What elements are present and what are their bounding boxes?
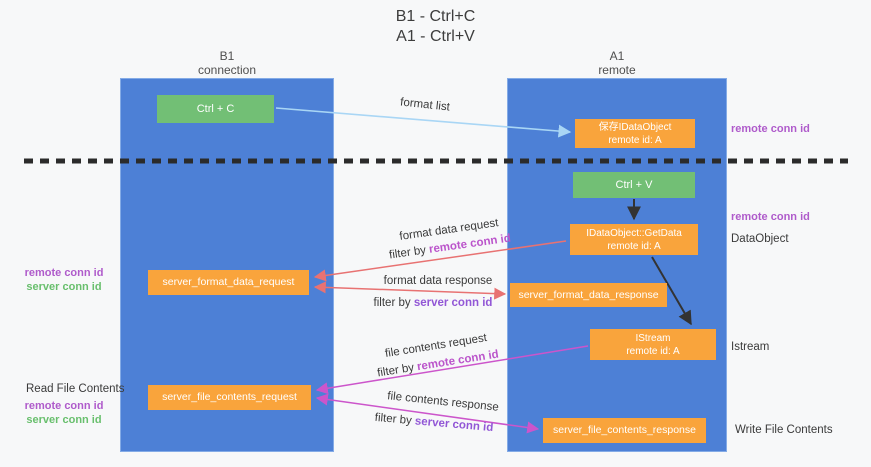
lane-b1-name: B1: [219, 49, 235, 63]
lane-a1-name: A1: [609, 49, 625, 63]
conn-id-stack-format: remote conn id server conn id: [14, 266, 114, 294]
ctrl-c-label: Ctrl + C: [196, 103, 235, 115]
title-line-2: A1 - Ctrl+V: [396, 28, 475, 45]
server-conn-id-label-left2: server conn id: [26, 414, 102, 426]
format-response-filter-label: filter by server conn id: [373, 297, 493, 309]
format-data-response-arrow: [313, 281, 507, 300]
remote-conn-id-label-left1: remote conn id: [24, 267, 104, 279]
ctrl-v-label: Ctrl + V: [615, 179, 653, 191]
diagram-title: B1 - Ctrl+C A1 - Ctrl+V: [0, 7, 871, 47]
idataobject-getdata-box: IDataObject::GetData remote id: A: [570, 224, 698, 255]
lane-header-b1: B1 connection: [120, 49, 334, 77]
format-data-request-arrow: [313, 240, 567, 282]
server-file-contents-response-label: server_file_contents_response: [552, 424, 696, 436]
read-file-contents-label: Read File Contents: [26, 383, 125, 395]
server-format-data-response-label: server_format_data_response: [518, 288, 659, 301]
save-idataobject-box: 保存IDataObject remote id: A: [575, 119, 695, 148]
conn-id-stack-file: remote conn id server conn id: [14, 399, 114, 427]
remote-conn-id-label-left2: remote conn id: [24, 400, 104, 412]
istream-box: IStream remote id: A: [590, 329, 716, 360]
filter-by-text: filter by: [373, 297, 414, 309]
save-idataobject-line1: 保存IDataObject: [598, 121, 672, 133]
server-format-data-response-box: server_format_data_response: [510, 283, 667, 307]
server-format-data-request-label: server_format_data_request: [162, 276, 295, 288]
server-file-contents-request-box: server_file_contents_request: [148, 385, 311, 410]
lane-header-a1: A1 remote: [507, 49, 727, 77]
ctrl-v-box: Ctrl + V: [573, 172, 695, 198]
title-line-1: B1 - Ctrl+C: [395, 8, 476, 25]
format-data-response-arrow-label: format data response: [383, 275, 493, 287]
istream-side-label: Istream: [731, 341, 770, 353]
save-idataobject-line2: remote id: A: [608, 134, 662, 146]
getdata-line1: IDataObject::GetData: [586, 227, 682, 239]
file-contents-request-arrow: [315, 345, 589, 395]
format-list-arrow: [275, 107, 572, 138]
server-file-contents-response-box: server_file_contents_response: [543, 418, 706, 443]
server-file-contents-request-label: server_file_contents_request: [162, 391, 297, 403]
write-file-contents-label: Write File Contents: [735, 424, 833, 436]
remote-conn-id-label-mid: remote conn id: [731, 211, 810, 223]
server-conn-id-inline: server conn id: [413, 297, 493, 309]
getdata-to-istream-arrow: [651, 256, 692, 326]
remote-conn-id-label-top: remote conn id: [731, 123, 810, 135]
file-contents-response-arrow: [315, 393, 540, 434]
lane-b1-role: connection: [197, 63, 257, 77]
dataobject-label: DataObject: [731, 233, 789, 245]
server-format-data-request-box: server_format_data_request: [148, 270, 309, 295]
getdata-line2: remote id: A: [607, 240, 661, 252]
lane-a1-role: remote: [598, 63, 636, 77]
istream-line1: IStream: [635, 332, 671, 344]
server-conn-id-label-left1: server conn id: [26, 281, 102, 293]
ctrl-c-box: Ctrl + C: [157, 95, 274, 123]
istream-line2: remote id: A: [626, 345, 680, 357]
